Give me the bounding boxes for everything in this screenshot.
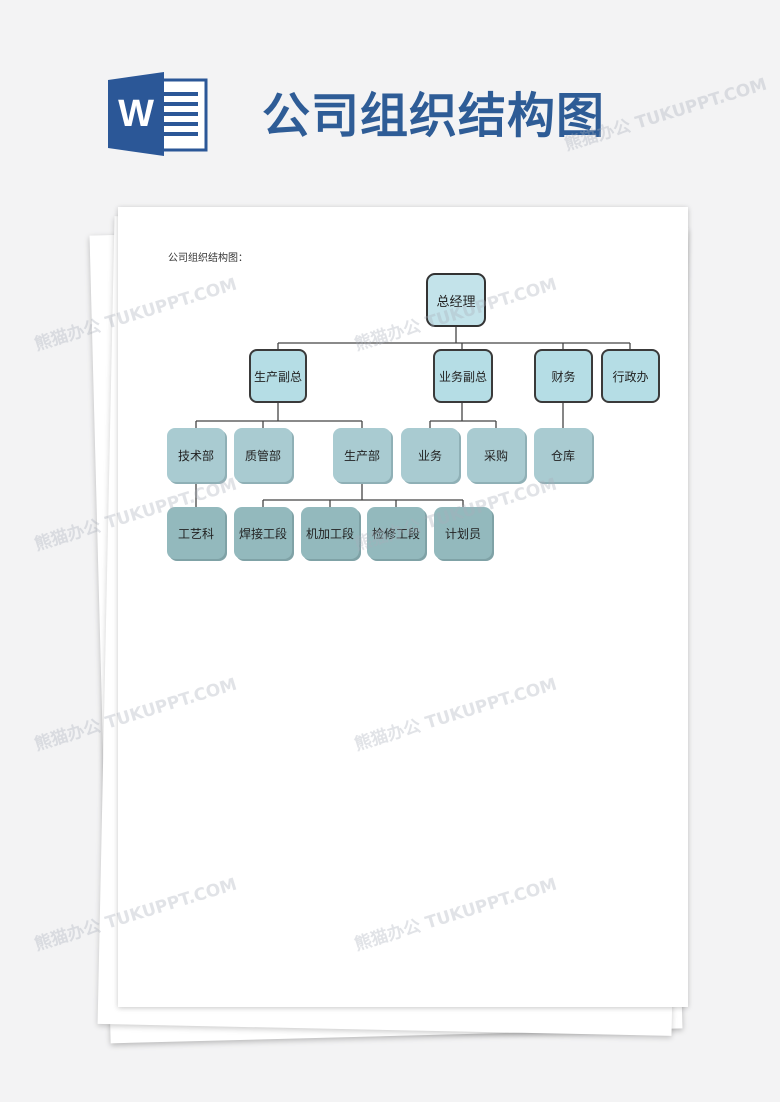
org-node-business-vp: 业务副总 (433, 349, 493, 403)
org-node-admin-office: 行政办 (601, 349, 660, 403)
org-node-quality-dept: 质管部 (234, 428, 292, 482)
org-node-tech-dept: 技术部 (167, 428, 225, 482)
org-node-general-manager: 总经理 (426, 273, 486, 327)
org-node-warehouse: 仓库 (534, 428, 592, 482)
org-node-finance: 财务 (534, 349, 593, 403)
document-page (118, 207, 688, 1007)
org-node-production-vp: 生产副总 (249, 349, 307, 403)
page-title: 公司组织结构图 (262, 88, 606, 144)
org-node-maintenance-section: 检修工段 (367, 507, 425, 559)
word-icon: W (108, 72, 208, 156)
word-icon-letter: W (118, 93, 154, 135)
org-node-sales: 业务 (401, 428, 459, 482)
org-node-purchasing: 采购 (467, 428, 525, 482)
org-node-production-dept: 生产部 (333, 428, 391, 482)
org-node-process-section: 工艺科 (167, 507, 225, 559)
org-node-machining-section: 机加工段 (301, 507, 359, 559)
org-node-planner: 计划员 (434, 507, 492, 559)
document-caption: 公司组织结构图： (168, 253, 248, 264)
org-node-welding-section: 焊接工段 (234, 507, 292, 559)
